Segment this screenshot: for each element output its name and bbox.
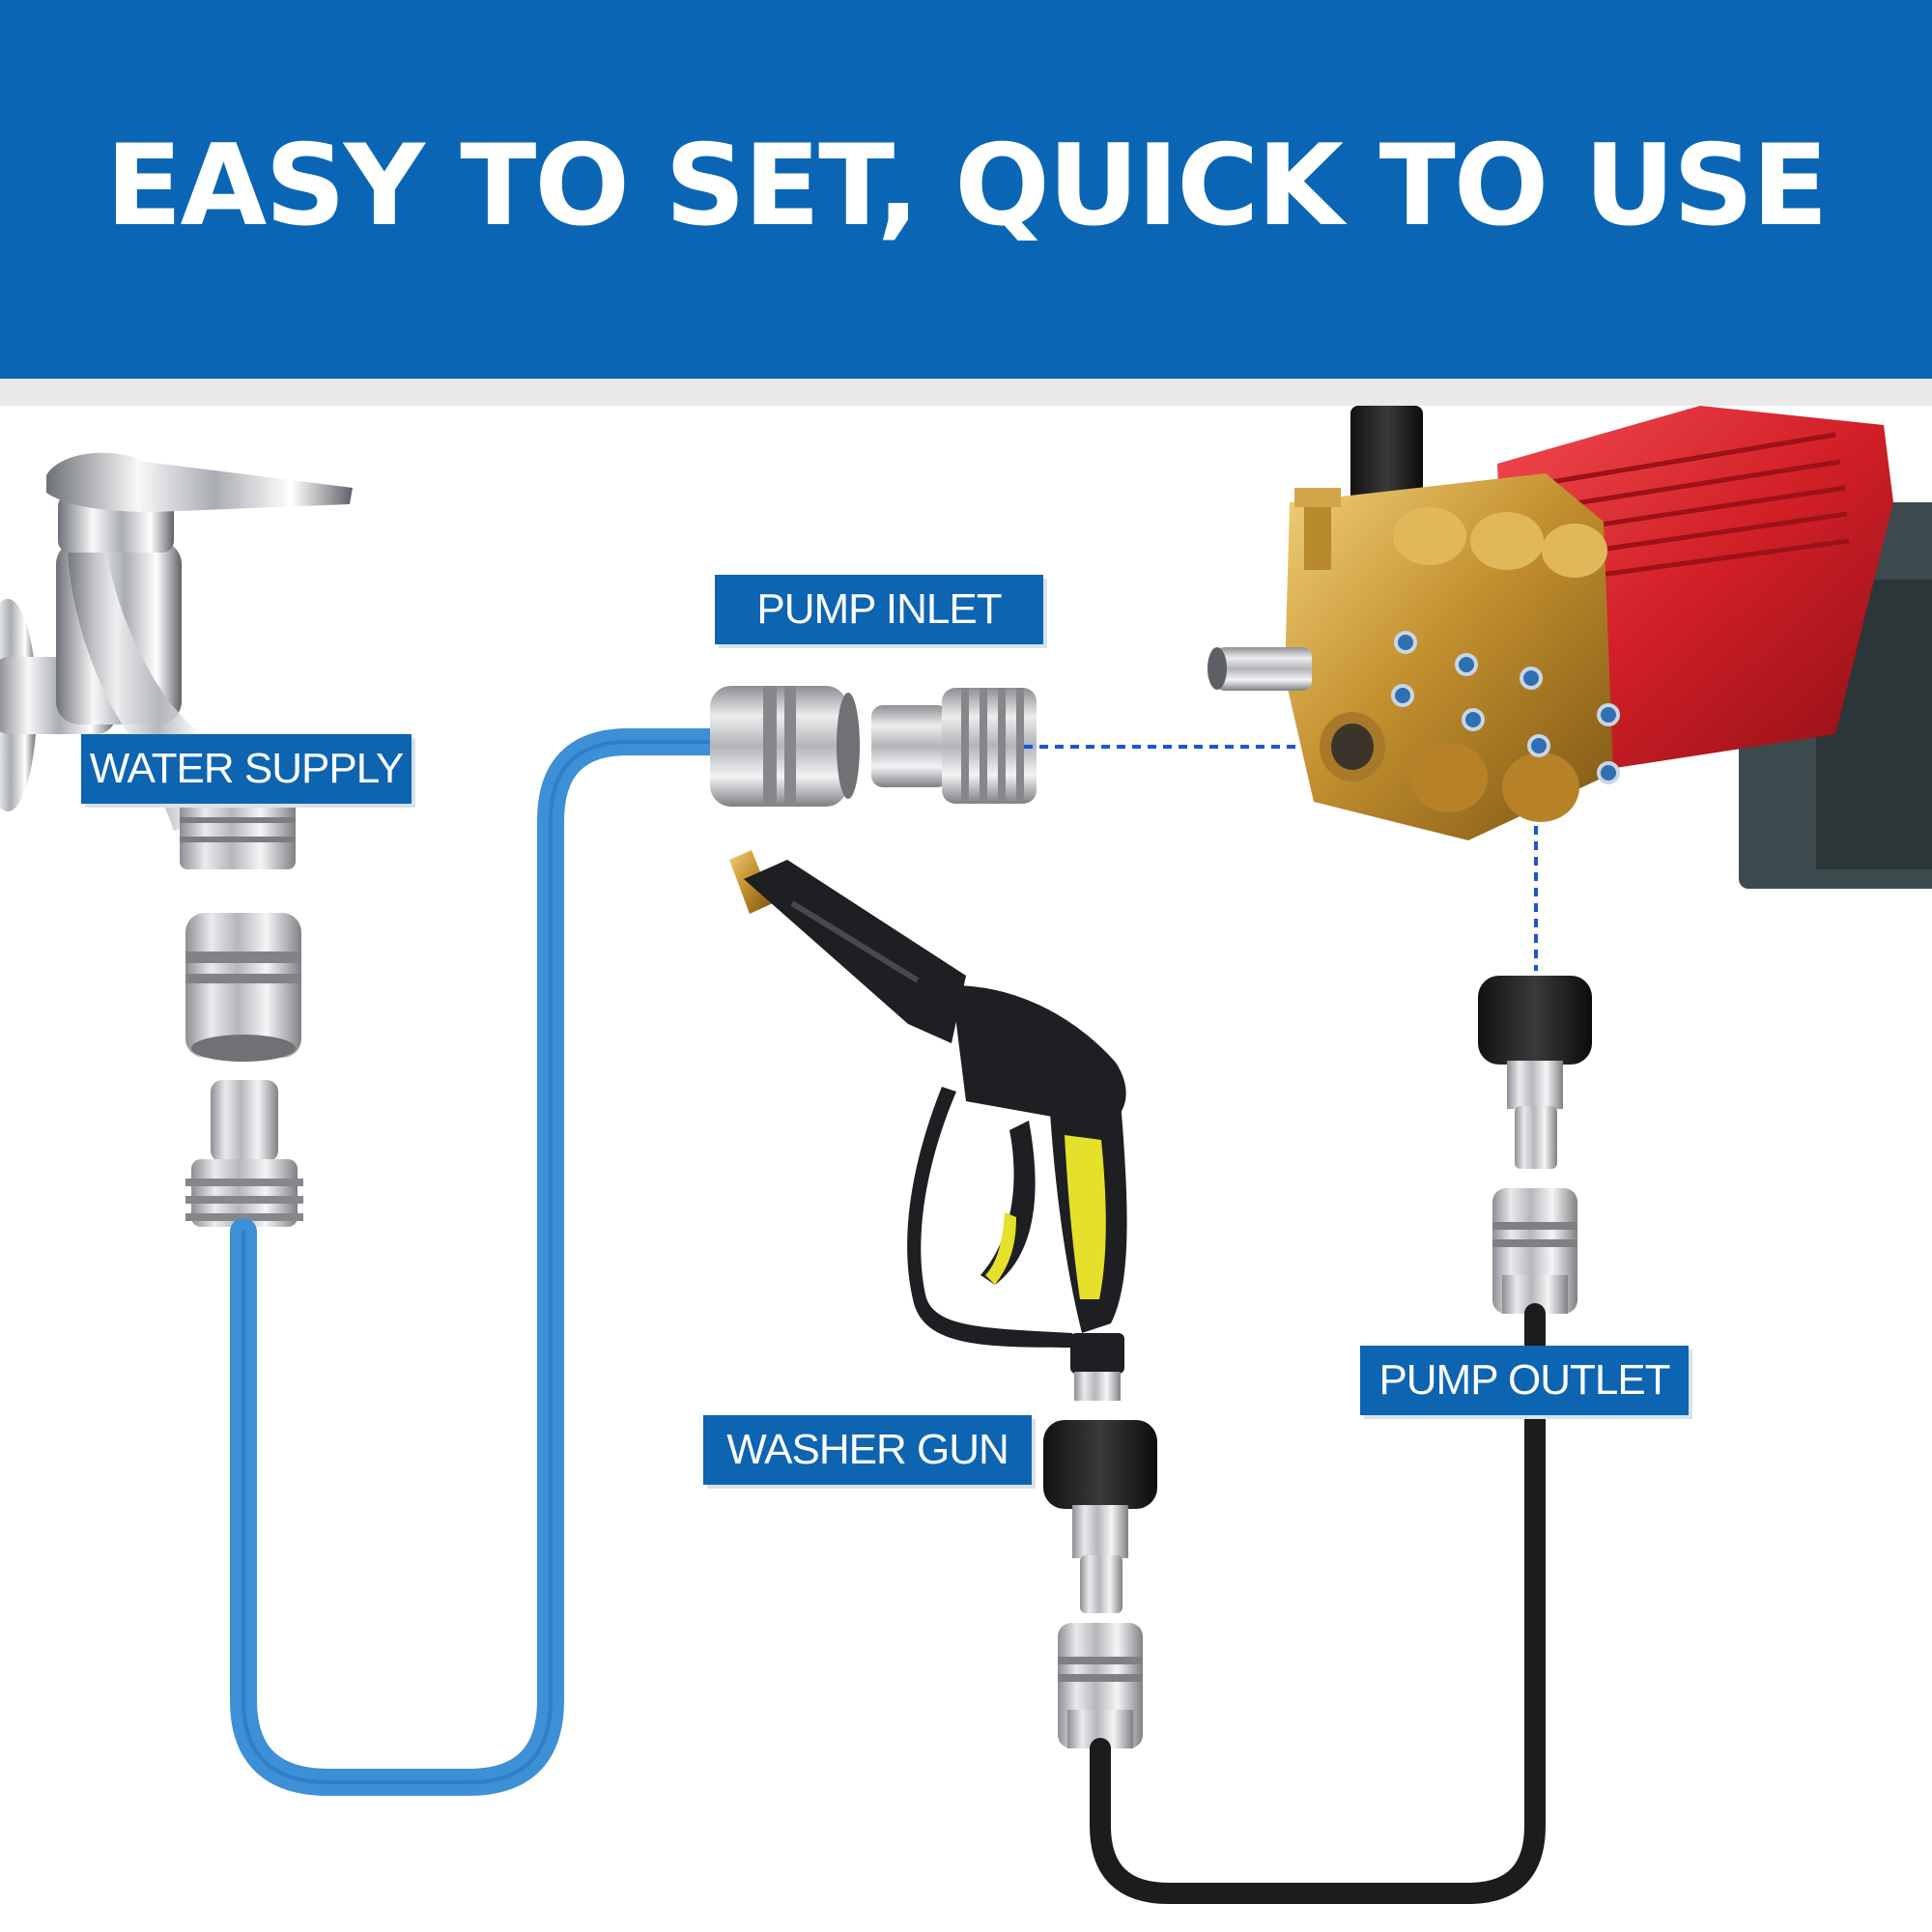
inlet-coupler-icon bbox=[710, 686, 860, 807]
spray-gun-icon bbox=[729, 850, 1127, 1401]
washer-gun-label: WASHER GUN bbox=[703, 1415, 1032, 1485]
water-supply-label: WATER SUPPLY bbox=[81, 734, 412, 804]
pump-outlet-label: PUMP OUTLET bbox=[1360, 1346, 1689, 1415]
supply-hose bbox=[230, 728, 726, 1796]
gun-m22-fitting-icon bbox=[1043, 1420, 1157, 1613]
inlet-plug-icon bbox=[871, 688, 1037, 804]
pump-inlet-label: PUMP INLET bbox=[715, 575, 1043, 644]
header-banner: EASY TO SET, QUICK TO USE bbox=[0, 0, 1932, 379]
gun-coupler-icon bbox=[1058, 1623, 1143, 1748]
divider-strip bbox=[0, 379, 1932, 406]
outlet-m22-fitting-icon bbox=[1478, 976, 1592, 1169]
quick-connect-plug-icon bbox=[185, 1080, 303, 1227]
faucet-icon bbox=[0, 452, 353, 869]
pressure-hose bbox=[1090, 1303, 1546, 1904]
quick-connect-coupler-icon bbox=[185, 913, 301, 1062]
page-title: EASY TO SET, QUICK TO USE bbox=[105, 121, 1828, 251]
pressure-washer-pump-icon bbox=[1208, 406, 1932, 889]
outlet-coupler-icon bbox=[1492, 1188, 1577, 1314]
